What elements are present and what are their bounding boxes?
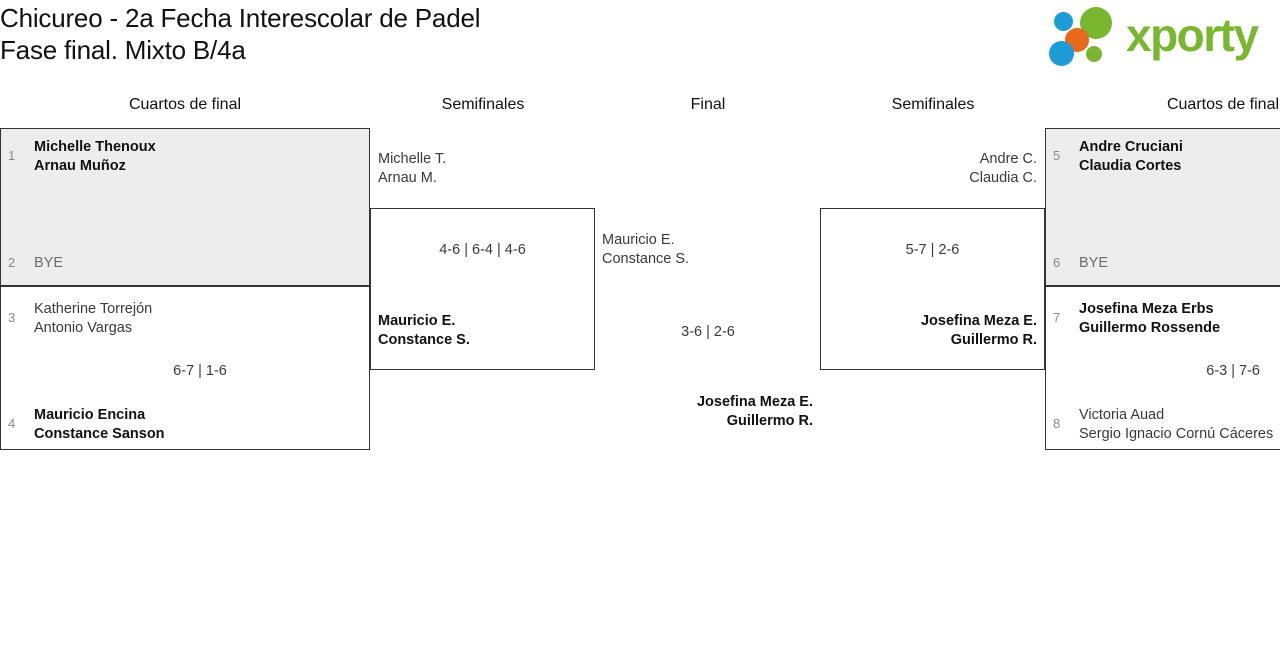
seed-number-4: 4 bbox=[8, 416, 16, 431]
team-seed-8[interactable]: 8 Victoria Auad Sergio Ignacio Cornú Các… bbox=[1053, 406, 1280, 443]
logo-dot-blue-small bbox=[1054, 12, 1073, 31]
page-header: Chicureo - 2a Fecha Interescolar de Pade… bbox=[0, 0, 1280, 78]
seed-number-7: 7 bbox=[1053, 310, 1061, 325]
page-title: Chicureo - 2a Fecha Interescolar de Pade… bbox=[0, 2, 480, 66]
match-left-quarterfinal-1[interactable] bbox=[0, 128, 370, 286]
round-header-left-quarterfinals: Cuartos de final bbox=[128, 96, 242, 113]
team-name-line-1: Andre C. bbox=[979, 151, 1037, 167]
team-name-line-1: Michelle T. bbox=[378, 151, 447, 167]
team-name-line-1: Mauricio E. bbox=[602, 232, 675, 248]
team-final-bottom[interactable]: Josefina Meza E. Guillermo R. bbox=[613, 393, 813, 430]
team-name-line-2: Guillermo R. bbox=[726, 412, 813, 429]
match-left-semifinal[interactable] bbox=[370, 208, 595, 370]
team-name-line-2: Arnau Muñoz bbox=[34, 157, 126, 174]
team-name-line-1: Josefina Meza E. bbox=[696, 394, 813, 410]
team-name-line-2: Guillermo Rossende bbox=[1079, 319, 1221, 336]
team-seed-1[interactable]: 1 Michelle Thenoux Arnau Muñoz bbox=[8, 138, 348, 175]
team-name-line-2: Guillermo R. bbox=[950, 331, 1037, 348]
team-name-line-2: Constance S. bbox=[602, 250, 690, 267]
team-left-semifinal-top[interactable]: Michelle T. Arnau M. bbox=[378, 150, 578, 187]
team-seed-2[interactable]: 2 BYE bbox=[8, 254, 348, 273]
team-name-line-2: Constance S. bbox=[378, 331, 470, 348]
score-left-quarterfinal-2: 6-7 | 1-6 bbox=[173, 363, 227, 379]
team-final-top[interactable]: Mauricio E. Constance S. bbox=[602, 231, 802, 268]
team-name-line-1: BYE bbox=[34, 255, 64, 271]
match-right-quarterfinal-2[interactable] bbox=[1045, 286, 1280, 450]
team-name-line-2: Arnau M. bbox=[378, 169, 437, 186]
team-seed-5[interactable]: 5 Andre Cruciani Claudia Cortes bbox=[1053, 138, 1280, 175]
team-left-semifinal-bottom[interactable]: Mauricio E. Constance S. bbox=[378, 312, 578, 349]
round-header-final: Final bbox=[690, 96, 726, 113]
seed-number-5: 5 bbox=[1053, 148, 1061, 163]
match-right-semifinal[interactable] bbox=[820, 208, 1045, 370]
seed-number-1: 1 bbox=[8, 148, 16, 163]
logo-wordmark: xporty bbox=[1126, 9, 1259, 61]
team-name-line-1: Victoria Auad bbox=[1079, 407, 1165, 423]
score-right-semifinal: 5-7 | 2-6 bbox=[905, 242, 960, 258]
match-left-quarterfinal-2[interactable] bbox=[0, 286, 370, 450]
score-left-semifinal: 4-6 | 6-4 | 4-6 bbox=[439, 242, 526, 258]
seed-number-8: 8 bbox=[1053, 416, 1061, 431]
team-seed-6[interactable]: 6 BYE bbox=[1053, 254, 1280, 273]
title-line-1: Chicureo - 2a Fecha Interescolar de Pade… bbox=[0, 3, 481, 33]
team-name-line-2: Sergio Ignacio Cornú Cáceres bbox=[1079, 425, 1274, 442]
team-right-semifinal-top[interactable]: Andre C. Claudia C. bbox=[837, 150, 1037, 187]
round-header-right-semifinals: Semifinales bbox=[891, 96, 975, 113]
team-name-line-1: Josefina Meza Erbs bbox=[1079, 301, 1214, 317]
team-name-line-1: BYE bbox=[1079, 255, 1109, 271]
seed-number-3: 3 bbox=[8, 310, 16, 325]
team-name-line-2: Constance Sanson bbox=[34, 425, 165, 442]
round-header-left-semifinals: Semifinales bbox=[441, 96, 525, 113]
team-name-line-2: Claudia Cortes bbox=[1079, 157, 1182, 174]
team-right-semifinal-bottom[interactable]: Josefina Meza E. Guillermo R. bbox=[837, 312, 1037, 349]
team-seed-4[interactable]: 4 Mauricio Encina Constance Sanson bbox=[8, 406, 348, 443]
team-name-line-1: Mauricio E. bbox=[378, 313, 456, 329]
team-name-line-1: Josefina Meza E. bbox=[920, 313, 1037, 329]
team-name-line-2: Claudia C. bbox=[969, 169, 1037, 186]
logo-dot-green-small bbox=[1086, 46, 1102, 62]
seed-number-2: 2 bbox=[8, 255, 16, 270]
match-right-quarterfinal-1[interactable] bbox=[1045, 128, 1280, 286]
team-name-line-1: Mauricio Encina bbox=[34, 407, 146, 423]
round-header-right-quarterfinals: Cuartos de final bbox=[1166, 96, 1280, 113]
title-line-2: Fase final. Mixto B/4a bbox=[0, 35, 246, 65]
xporty-logo[interactable]: xporty bbox=[1048, 4, 1280, 66]
team-seed-7[interactable]: 7 Josefina Meza Erbs Guillermo Rossende bbox=[1053, 300, 1280, 337]
team-name-line-1: Andre Cruciani bbox=[1079, 139, 1183, 155]
score-right-quarterfinal-2: 6-3 | 7-6 bbox=[1206, 363, 1260, 379]
team-name-line-1: Katherine Torrejón bbox=[34, 301, 153, 317]
score-final: 3-6 | 2-6 bbox=[681, 324, 735, 340]
team-seed-3[interactable]: 3 Katherine Torrejón Antonio Vargas bbox=[8, 300, 348, 337]
team-name-line-1: Michelle Thenoux bbox=[34, 139, 156, 155]
seed-number-6: 6 bbox=[1053, 255, 1061, 270]
team-name-line-2: Antonio Vargas bbox=[34, 319, 133, 336]
logo-dot-blue-large bbox=[1049, 41, 1074, 66]
